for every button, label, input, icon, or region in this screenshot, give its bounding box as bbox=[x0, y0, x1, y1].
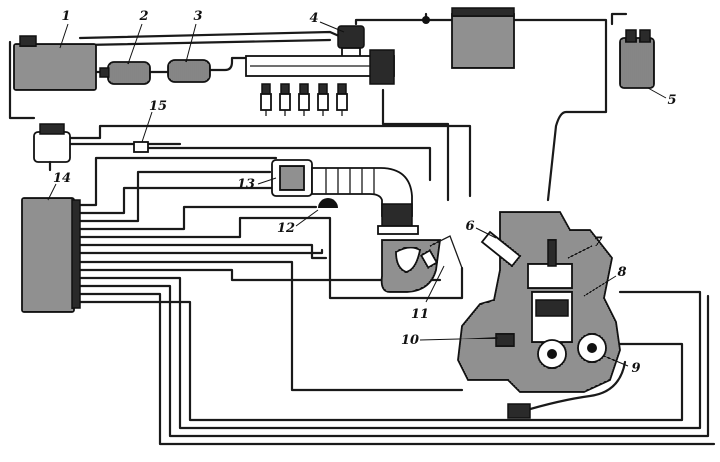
engine-block bbox=[457, 211, 621, 419]
label-4: 4 bbox=[309, 11, 318, 26]
temperature-sensor-15 bbox=[133, 141, 149, 153]
coolant-temperature-sensor bbox=[495, 333, 515, 347]
callout-labels: 1 2 3 4 5 6 7 8 9 10 11 12 13 14 15 bbox=[53, 9, 677, 376]
pressure-regulator bbox=[337, 25, 365, 59]
ecu bbox=[21, 197, 81, 313]
fuel-accumulator bbox=[33, 123, 71, 172]
injectors bbox=[260, 83, 348, 116]
label-8: 8 bbox=[617, 265, 626, 280]
ignition-coil bbox=[619, 29, 655, 89]
label-10: 10 bbox=[401, 333, 419, 348]
label-13: 13 bbox=[237, 177, 255, 192]
leader-lines bbox=[47, 21, 667, 367]
label-7: 7 bbox=[593, 235, 602, 250]
label-5: 5 bbox=[667, 93, 676, 108]
fuel-rail bbox=[245, 49, 395, 85]
label-3: 3 bbox=[193, 9, 202, 24]
fuel-tank bbox=[13, 35, 97, 91]
throttle-position-switch bbox=[419, 235, 463, 269]
label-12: 12 bbox=[277, 221, 295, 236]
intake-manifold bbox=[380, 239, 442, 293]
label-14: 14 bbox=[53, 171, 71, 186]
label-1: 1 bbox=[61, 9, 70, 24]
fuel-filter bbox=[167, 59, 211, 83]
label-9: 9 bbox=[631, 361, 640, 376]
label-2: 2 bbox=[138, 9, 148, 24]
throttle-body bbox=[377, 203, 419, 235]
fuel-pump bbox=[99, 61, 151, 85]
wiring-harness bbox=[8, 12, 716, 446]
battery bbox=[422, 7, 515, 69]
air-flow-meter bbox=[271, 159, 313, 197]
label-6: 6 bbox=[465, 219, 474, 234]
label-15: 15 bbox=[149, 99, 167, 114]
air-temperature-sensor bbox=[318, 198, 338, 208]
label-11: 11 bbox=[411, 307, 429, 322]
